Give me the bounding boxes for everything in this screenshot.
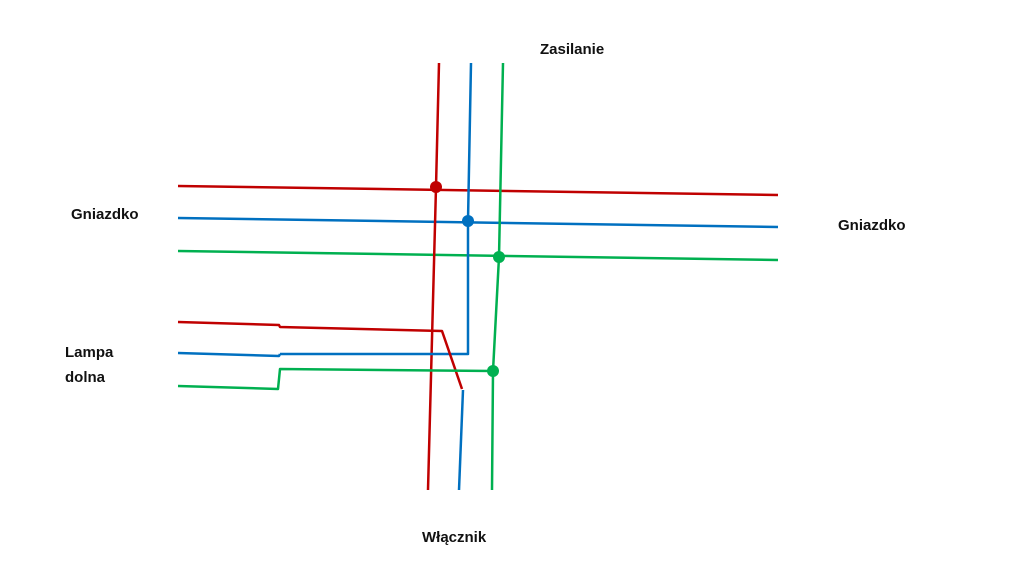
power-wire-red xyxy=(426,62,441,491)
lamp-label-line2: dolna xyxy=(65,369,105,386)
socket-wire-blue xyxy=(177,216,779,229)
power-label: Zasilanie xyxy=(540,41,605,58)
power-wire-green xyxy=(490,62,505,491)
junction-green-lamp xyxy=(487,365,499,377)
junction-red xyxy=(430,181,442,193)
lamp-wire-blue xyxy=(177,351,282,358)
junction-green-socket xyxy=(493,251,505,263)
lamp-wire-green xyxy=(177,367,494,391)
switch-label: Włącznik xyxy=(422,529,487,546)
socket-left-label: Gniazdko xyxy=(71,206,139,223)
socket-wire-red xyxy=(177,184,779,197)
socket-wire-green xyxy=(177,249,779,262)
junction-blue xyxy=(462,215,474,227)
socket-right-label: Gniazdko xyxy=(838,217,906,234)
lamp-wire-red xyxy=(177,320,464,390)
switch-wire-blue xyxy=(457,389,465,491)
lamp-label-line1: Lampa xyxy=(65,344,114,361)
power-wire-blue xyxy=(280,62,473,356)
